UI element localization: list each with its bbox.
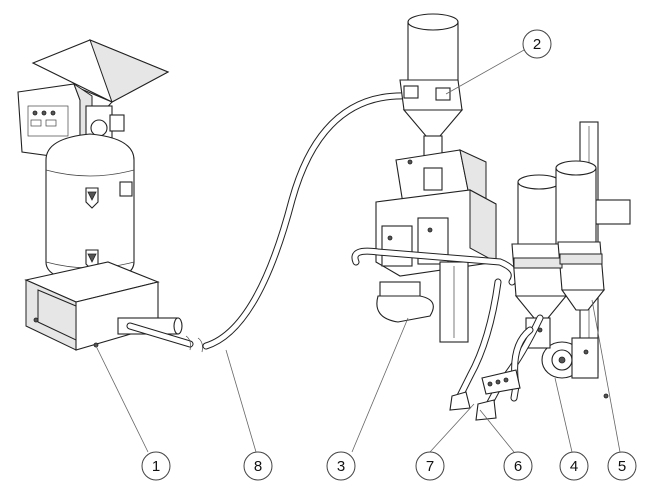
callout-6: 6: [503, 451, 533, 481]
callout-8: 8: [243, 451, 273, 481]
leader-lines: [95, 49, 621, 453]
callout-1: 1: [141, 451, 171, 481]
callout-3: 3: [326, 451, 356, 481]
callout-2: 2: [522, 29, 552, 59]
callout-5: 5: [607, 451, 637, 481]
nozzle-hoses: [449, 278, 544, 421]
callout-7: 7: [415, 451, 445, 481]
twin-hoppers: [511, 121, 631, 399]
tank-assembly: [17, 39, 183, 351]
receiver-cyclone: [399, 13, 464, 167]
callout-7-label: 7: [426, 458, 434, 475]
callout-3-label: 3: [337, 458, 345, 475]
callout-5-label: 5: [618, 458, 626, 475]
callout-6-label: 6: [514, 458, 522, 475]
transport-hose: [126, 92, 412, 353]
callout-2-label: 2: [533, 36, 541, 53]
callout-8-label: 8: [254, 458, 262, 475]
feeder-frame: [375, 149, 497, 343]
callout-1-label: 1: [152, 458, 160, 475]
callout-4: 4: [559, 451, 589, 481]
callout-4-label: 4: [570, 458, 578, 475]
